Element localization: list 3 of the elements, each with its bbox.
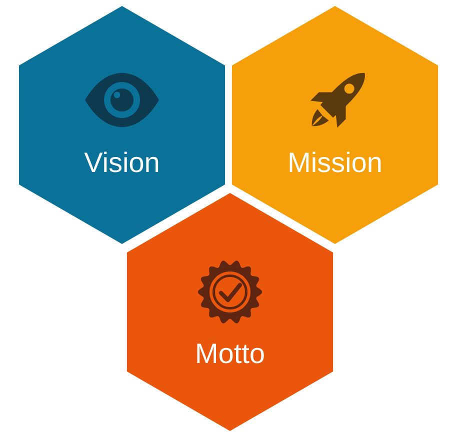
hexagon: Motto bbox=[126, 193, 334, 431]
hexagon: Mission bbox=[232, 6, 438, 244]
hexagon: Vision bbox=[18, 6, 226, 244]
